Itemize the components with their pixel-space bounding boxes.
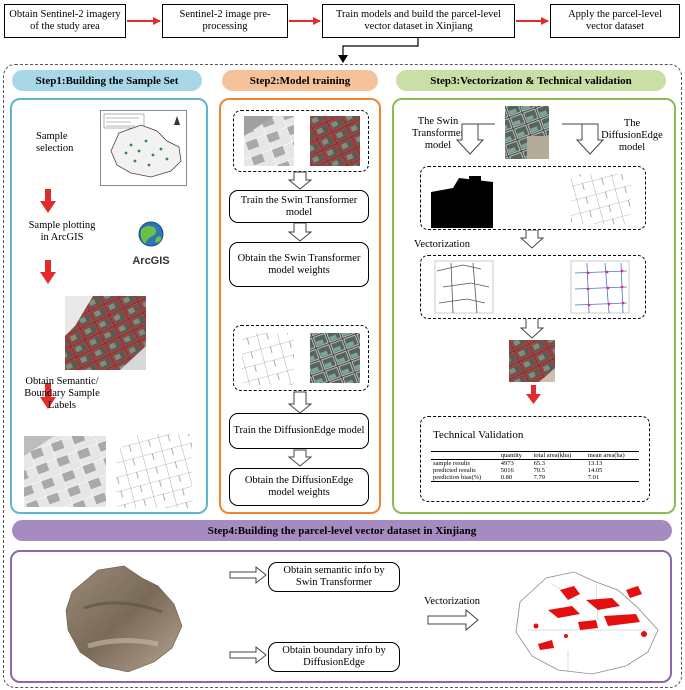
flow-text: Train models and build the parcel-level … bbox=[336, 9, 501, 32]
step2-title: Step2:Model training bbox=[249, 74, 351, 87]
table-cell: 7.79 bbox=[533, 474, 545, 481]
sample-selection-map bbox=[100, 110, 187, 186]
step3-header: Step3:Vectorization & Technical validati… bbox=[396, 70, 666, 91]
vectorization-frame bbox=[420, 255, 646, 319]
train-diffusion-box: Train the DiffusionEdge model bbox=[229, 413, 369, 449]
down-connector bbox=[342, 38, 419, 56]
semantic-info-box: Obtain semantic info by Swin Transformer bbox=[268, 562, 400, 592]
step4-panel bbox=[10, 550, 672, 683]
flow-box-obtain-imagery: Obtain Sentinel-2 imagery of the study a… bbox=[4, 4, 126, 38]
step4-header: Step4:Building the parcel-level vector d… bbox=[12, 520, 672, 541]
table-cell: 13.13 bbox=[587, 460, 603, 467]
weights-diffusion-box: Obtain the DiffusionEdge model weights bbox=[229, 468, 369, 506]
semantic-label-image bbox=[24, 436, 106, 507]
table-row: prediction bias(%) 0.80 7.79 7.01 bbox=[431, 474, 639, 482]
diffusion-sample-frame bbox=[233, 325, 369, 391]
flow-box-apply: Apply the parcel-level vector dataset bbox=[550, 4, 680, 38]
flow-text: Obtain Sentinel-2 imagery of the study a… bbox=[9, 9, 121, 32]
prediction-results-frame bbox=[420, 166, 646, 230]
step2-hollow-arrows bbox=[287, 171, 313, 467]
step3-vector-result-image bbox=[509, 340, 555, 382]
flow-box-preprocessing: Sentinel-2 image pre-processing bbox=[162, 4, 288, 38]
sample-plotting-label: Sample plotting in ArcGIS bbox=[28, 220, 96, 243]
step3-red-arrow bbox=[526, 385, 541, 404]
step4-vectorization-label: Vectorization bbox=[424, 596, 480, 607]
swin-sample-frame bbox=[233, 110, 369, 172]
step3-panel bbox=[392, 98, 676, 514]
arcgis-logo: ArcGIS bbox=[126, 220, 176, 267]
train-swin-box: Train the Swin Transformer model bbox=[229, 190, 369, 223]
xinjiang-parcel-map bbox=[508, 560, 668, 680]
xinjiang-satellite-map bbox=[58, 556, 188, 680]
table-row: sample results 4973 65.3 13.13 bbox=[431, 460, 639, 468]
boundary-label-image bbox=[116, 434, 192, 508]
step1-red-arrows bbox=[40, 189, 56, 409]
table-cell: sample results bbox=[433, 460, 471, 467]
table-cell: prediction bias(%) bbox=[433, 474, 482, 481]
table-header: quantity bbox=[500, 452, 523, 459]
validation-table: quantity total area(kha) mean area(ha) s… bbox=[431, 451, 639, 482]
flow-text: Apply the parcel-level vector dataset bbox=[568, 9, 662, 32]
top-flow-arrows bbox=[127, 17, 549, 63]
weights-swin-box: Obtain the Swin Transformer model weight… bbox=[229, 242, 369, 287]
vector-map bbox=[570, 260, 630, 314]
table-cell: 65.3 bbox=[533, 460, 545, 467]
swin-model-label: The Swin Transformer model bbox=[411, 116, 465, 151]
table-cell: predicted results bbox=[433, 467, 476, 474]
step4-hollow-arrows bbox=[229, 565, 479, 665]
arcgis-logo-text: ArcGIS bbox=[132, 255, 170, 267]
step2-header: Step2:Model training bbox=[222, 70, 378, 91]
table-header bbox=[431, 452, 499, 460]
table-cell: 70.5 bbox=[533, 467, 545, 474]
table-cell: 14.05 bbox=[587, 467, 603, 474]
table-row: predicted results 5016 70.5 14.05 bbox=[431, 467, 639, 474]
semantic-info-text: Obtain semantic info by Swin Transformer bbox=[283, 565, 385, 588]
train-diffusion-text: Train the DiffusionEdge model bbox=[233, 425, 365, 436]
step3-title: Step3:Vectorization & Technical validati… bbox=[430, 74, 632, 87]
obtain-labels-text: Obtain Semantic/ Boundary Sample Labels bbox=[24, 376, 100, 411]
sample-plotted-image bbox=[65, 296, 146, 370]
table-header: total area(kha) bbox=[533, 452, 572, 459]
step2-panel bbox=[219, 98, 381, 514]
technical-validation-frame: Technical Validation quantity total area… bbox=[420, 416, 650, 502]
table-header-row: quantity total area(kha) mean area(ha) bbox=[431, 451, 639, 460]
edge-map bbox=[434, 260, 494, 314]
boundary-info-text: Obtain boundary info by DiffusionEdge bbox=[282, 645, 386, 668]
flow-box-train-build: Train models and build the parcel-level … bbox=[322, 4, 515, 38]
weights-diffusion-text: Obtain the DiffusionEdge model weights bbox=[244, 475, 354, 498]
boundary-info-box: Obtain boundary info by DiffusionEdge bbox=[268, 642, 400, 672]
step4-title: Step4:Building the parcel-level vector d… bbox=[207, 524, 477, 537]
step1-title: Step1:Building the Sample Set bbox=[35, 74, 179, 87]
down-connector-head bbox=[338, 55, 348, 63]
technical-validation-title: Technical Validation bbox=[433, 429, 524, 441]
table-header: mean area(ha) bbox=[587, 452, 625, 459]
diffusion-model-label: The DiffusionEdge model bbox=[601, 118, 663, 153]
weights-swin-text: Obtain the Swin Transformer model weight… bbox=[237, 252, 361, 276]
table-cell: 0.80 bbox=[500, 474, 513, 481]
table-cell: 7.01 bbox=[587, 474, 600, 481]
table-cell: 5016 bbox=[500, 467, 514, 474]
step1-panel bbox=[10, 98, 208, 514]
outer-dashed-frame bbox=[3, 64, 682, 688]
semantic-prediction bbox=[431, 172, 493, 228]
step1-header: Step1:Building the Sample Set bbox=[12, 70, 202, 91]
flow-text: Sentinel-2 image pre-processing bbox=[179, 9, 271, 32]
step3-source-image bbox=[505, 106, 549, 159]
vectorization-label: Vectorization bbox=[414, 239, 470, 250]
sample-selection-label: Sample selection bbox=[36, 131, 74, 154]
table-cell: 4973 bbox=[500, 460, 514, 467]
train-swin-text: Train the Swin Transformer model bbox=[240, 194, 358, 218]
